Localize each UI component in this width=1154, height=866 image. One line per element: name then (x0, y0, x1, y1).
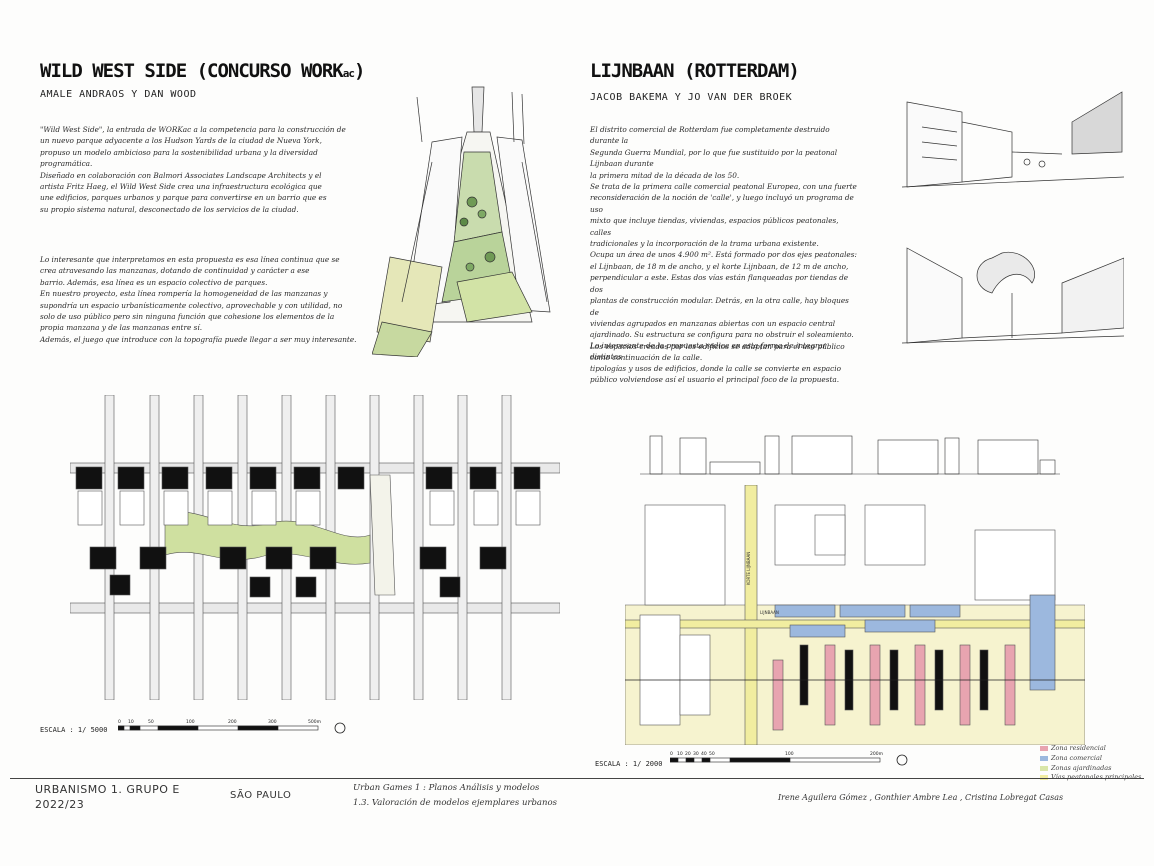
footer-subject-1: Urban Games 1 : Planos Análisis y modelo… (353, 783, 540, 793)
legend-swatch-pedestrian (1040, 774, 1048, 780)
legend-swatch-commercial (1040, 755, 1048, 761)
left-paragraph-1: "Wild West Side", la entrada de WORKac a… (40, 125, 346, 214)
lijnbaan-site-plan: KORTE LIJNBAAN LIJNBAAN (625, 485, 1085, 745)
right-scale-tick: 0 (670, 751, 673, 757)
left-title: WILD WEST SIDE (CONCURSO WORKac) (40, 60, 365, 82)
right-scale-tick: 30 (693, 751, 699, 757)
left-scale-tick: 200 (228, 719, 237, 725)
left-paragraph-2: Lo interesante que interpretamos en esta… (40, 255, 357, 344)
left-title-main: WILD WEST SIDE (CONCURSO WORK (40, 60, 344, 82)
lijnbaan-street-sketch-2 (902, 247, 1124, 344)
right-scale-label: ESCALA : 1/ 2000 (595, 760, 663, 768)
footer-course: URBANISMO 1. GRUPO E (35, 783, 180, 796)
right-scale-tick: 200m (870, 751, 883, 757)
left-scale-tick: 10 (128, 719, 134, 725)
left-authors: AMALE ANDRAOS Y DAN WOOD (40, 89, 197, 100)
left-scale-tick: 50 (148, 719, 154, 725)
legend-item: Vías peatonales principales (1040, 773, 1141, 781)
left-scale-tick: 0 (118, 719, 121, 725)
right-paragraph-2: Lo interesante de la propuesta radica en… (590, 341, 841, 385)
legend-swatch-garden (1040, 765, 1048, 771)
right-authors: JACOB BAKEMA Y JO VAN DER BROEK (590, 92, 793, 103)
right-title: LIJNBAAN (ROTTERDAM) (590, 60, 800, 82)
right-scale-tick: 100 (785, 751, 794, 757)
legend-item: Zona residencial (1040, 744, 1106, 752)
north-arrow-icon (334, 722, 346, 734)
left-title-close: ) (353, 60, 365, 82)
north-arrow-icon (896, 754, 908, 766)
left-scale-label: ESCALA : 1/ 5000 (40, 726, 108, 734)
legend-label: Zona residencial (1051, 744, 1106, 752)
right-scale-bar: 0 10 20 30 40 50 100 200m (670, 751, 908, 766)
wild-west-side-site-plan (70, 395, 560, 700)
left-scale-tick: 300 (268, 719, 277, 725)
legend-label: Zona comercial (1051, 754, 1102, 762)
lijnbaan-label: LIJNBAAN (760, 610, 779, 615)
left-scale-tick: 500m (308, 719, 321, 725)
right-scale-tick: 10 (677, 751, 683, 757)
korte-lijnbaan-label: KORTE LIJNBAAN (746, 552, 751, 585)
lijnbaan-street-sketch-1 (902, 91, 1124, 188)
right-paragraph-1: El distrito comercial de Rotterdam fue c… (590, 125, 857, 363)
left-title-suffix: ac (342, 67, 355, 80)
legend-swatch-residential (1040, 745, 1048, 751)
right-scale-tick: 20 (685, 751, 691, 757)
right-scale-tick: 40 (701, 751, 707, 757)
right-scale-tick: 50 (709, 751, 715, 757)
legend-item: Zonas ajardinadas (1040, 764, 1111, 772)
footer-subject-2: 1.3. Valoración de modelos ejemplares ur… (353, 798, 557, 808)
legend-item: Zona comercial (1040, 754, 1102, 762)
footer-city: SÃO PAULO (230, 790, 292, 801)
left-scale-bar: 0 10 50 100 200 300 500m (118, 719, 346, 734)
legend-label: Zonas ajardinadas (1051, 764, 1112, 772)
footer-year: 2022/23 (35, 798, 85, 811)
wild-west-side-perspective-sketch (372, 86, 551, 357)
left-scale-tick: 100 (186, 719, 195, 725)
footer-authors: Irene Aguilera Gómez , Gonthier Ambre Le… (778, 793, 1064, 802)
legend-label: Vías peatonales principales (1051, 773, 1142, 781)
lijnbaan-elevation (640, 435, 1060, 475)
footer-divider (10, 778, 1144, 779)
